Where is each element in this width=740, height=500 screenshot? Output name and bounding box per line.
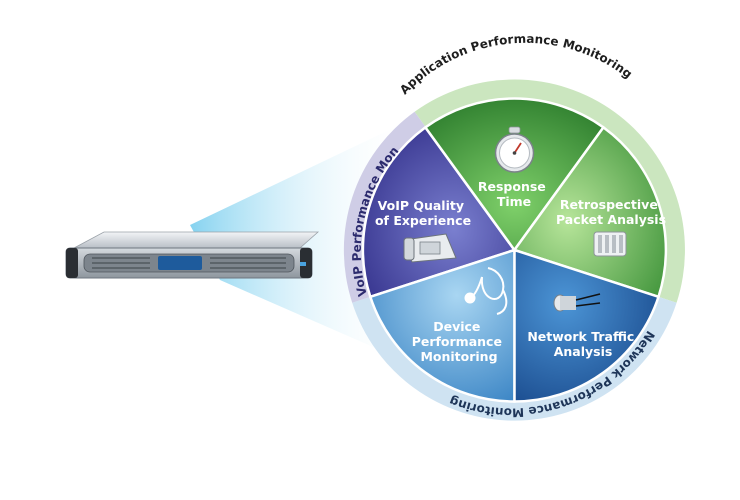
voip-qoe-label: VoIP Quality of Experience — [375, 198, 471, 228]
retrospective-label: Retrospective Packet Analysis — [556, 197, 666, 227]
network-traffic-label: Network Traffic Analysis — [527, 329, 638, 359]
rack-server-appliance — [65, 231, 320, 279]
stopwatch-icon — [494, 126, 535, 173]
voip-qoe-segment — [361, 125, 517, 299]
response-time-segment — [423, 97, 606, 253]
stethoscope-icon — [464, 267, 508, 315]
response-time-label: Response Time — [478, 179, 550, 209]
packet-archive-icon — [593, 231, 627, 257]
device-performance-label: Device Performance Monitoring — [412, 319, 507, 364]
retrospective-segment — [512, 125, 668, 299]
fiber-cable-icon — [553, 293, 601, 312]
network-traffic-segment — [513, 248, 661, 403]
desk-phone-icon — [403, 233, 457, 263]
